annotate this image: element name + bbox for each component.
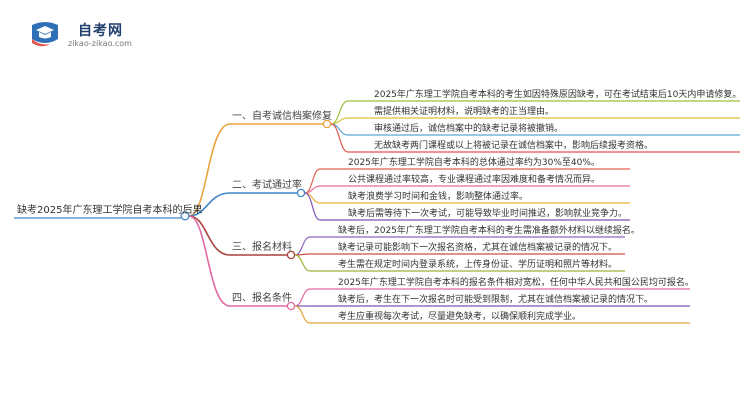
leaf-connector (304, 192, 321, 221)
branch-label-materials: 三、报名材料 (232, 242, 292, 253)
branch-connector (188, 215, 231, 307)
branch-node (286, 250, 296, 260)
leaf-connector (294, 254, 311, 272)
branch-label-pass-rate: 二、考试通过率 (232, 180, 302, 191)
branch-label-conditions: 四、报名条件 (232, 293, 292, 304)
leaf-text: 缺考浪费学习时间和金钱，影响整体通过率。 (348, 192, 529, 202)
leaf-text: 考生需在规定时间内登录系统，上传身份证、学历证明和照片等材料。 (338, 260, 618, 270)
leaf-text: 缺考后，2025年广东理工学院自考本科的考生需准备额外材料以继续报名。 (338, 226, 640, 236)
leaf-text: 缺考后需等待下一次考试，可能导致毕业时间推迟，影响就业竞争力。 (348, 209, 628, 219)
leaf-text: 审核通过后，诚信档案中的缺考记录将被撤销。 (374, 124, 564, 134)
leaf-text: 需提供相关证明材料，说明缺考的正当理由。 (374, 107, 555, 117)
leaf-text: 考生应重视每次考试，尽量避免缺考，以确保顺利完成学业。 (338, 312, 582, 322)
leaf-text: 2025年广东理工学院自考本科的报名条件相对宽松，任何中华人民共和国公民均可报名… (338, 278, 694, 288)
leaf-connector (294, 305, 311, 324)
branch-node (322, 119, 332, 129)
logo-subtitle: zikao-zikao.com (68, 39, 132, 48)
branch-node (286, 301, 296, 311)
root-topic: 缺考2025年广东理工学院自考本科的后果 (17, 205, 203, 216)
leaf-text: 缺考记录可能影响下一次报名资格，尤其在诚信档案被记录的情况下。 (338, 243, 618, 253)
leaf-connector (294, 288, 311, 307)
leaf-text: 2025年广东理工学院自考本科的总体通过率约为30%至40%。 (348, 158, 600, 168)
branch-label-archive: 一、自考诚信档案修复 (232, 111, 332, 122)
branch-node (296, 188, 306, 198)
branch-connector (188, 215, 231, 256)
site-logo[interactable]: 自考网 zikao-zikao.com (28, 19, 178, 53)
branch-connector (188, 192, 231, 217)
leaf-text: 2025年广东理工学院自考本科的考生如因特殊原因缺考，可在考试结束后10天内申请… (374, 90, 742, 100)
leaf-text: 无故缺考两门课程或以上将被记录在诚信档案中，影响后续报考资格。 (374, 141, 654, 151)
leaf-connector (330, 123, 349, 153)
leaf-connector (294, 236, 311, 256)
graduation-cap-icon (32, 22, 58, 47)
root-node (180, 211, 190, 221)
logo-title: 自考网 (78, 23, 123, 39)
branch-connector (188, 123, 231, 217)
leaf-text: 公共课程通过率较高，专业课程通过率因难度和备考情况而异。 (348, 175, 601, 185)
leaf-text: 缺考后，考生在下一次报名时可能受到限制，尤其在诚信档案被记录的情况下。 (338, 295, 654, 305)
